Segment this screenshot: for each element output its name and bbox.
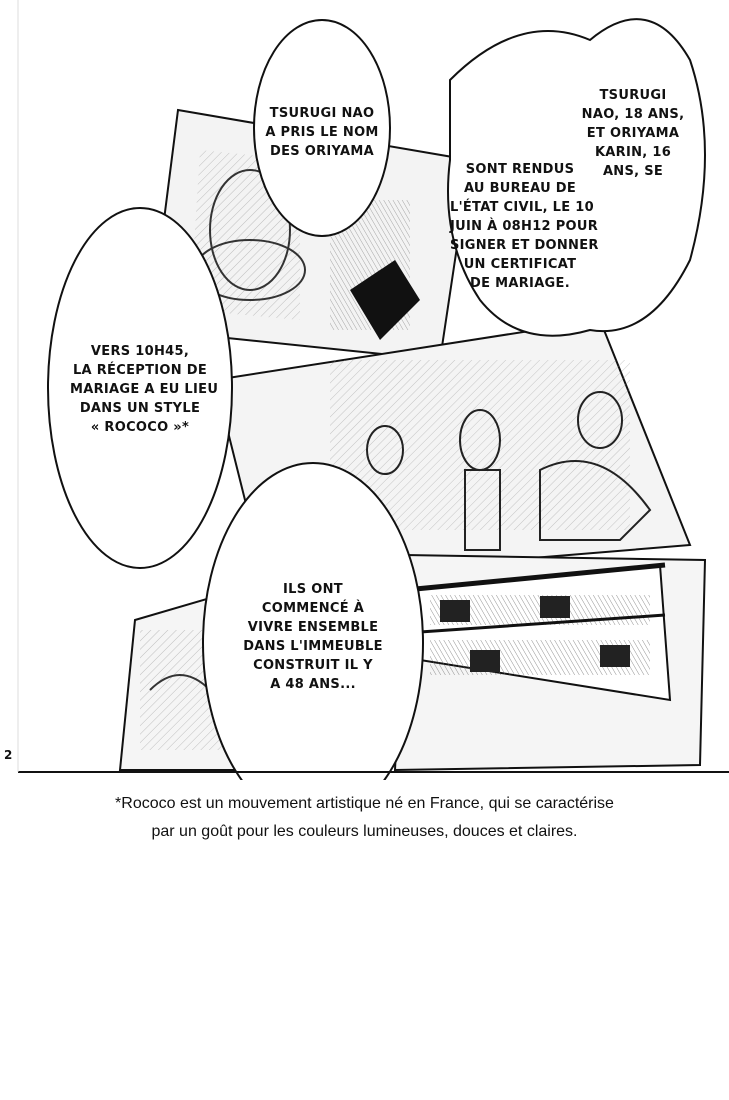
bubble-line: A 48 ANS... — [270, 677, 356, 692]
manga-artwork — [17, 0, 729, 780]
bubble-line: VIVRE ENSEMBLE — [247, 620, 379, 635]
bubble-line: KARIN, 16 — [594, 145, 672, 160]
bubble-line: TSURUGI NAO — [269, 106, 375, 121]
speech-bubble-reception: VERS 10H45, LA RÉCEPTION DE MARIAGE A EU… — [70, 342, 219, 437]
bubble-line: DANS L'IMMEUBLE — [243, 639, 383, 654]
page-number: 2 — [4, 748, 13, 762]
panel-apartment-building — [393, 553, 707, 772]
bubble-line: AU BUREAU DE — [463, 181, 577, 196]
bubble-line: LA RÉCEPTION DE — [72, 363, 208, 378]
bubble-line: VERS 10H45, — [90, 344, 190, 359]
bubble-line: ET ORIYAMA — [586, 126, 680, 141]
footnote-line: par un goût pour les couleurs lumineuses… — [151, 823, 578, 840]
bubble-line: COMMENCÉ À — [261, 601, 365, 616]
bubble-line: A PRIS LE NOM — [265, 125, 379, 140]
speech-bubble-nao-name: TSURUGI NAO A PRIS LE NOM DES ORIYAMA — [262, 104, 382, 161]
bubble-line: DANS UN STYLE — [79, 401, 201, 416]
bubble-line: SIGNER ET DONNER — [450, 238, 599, 253]
speech-bubble-living-together: ILS ONT COMMENCÉ À VIVRE ENSEMBLE DANS L… — [243, 580, 383, 694]
bubble-line: UN CERTIFICAT — [463, 257, 577, 272]
speech-bubble-civil-registry: SONT RENDUS AU BUREAU DE L'ÉTAT CIVIL, L… — [450, 160, 599, 293]
bubble-line: TSURUGI — [599, 88, 667, 103]
bubble-line: DE MARIAGE. — [470, 276, 570, 291]
bubble-line: ANS, SE — [602, 164, 664, 179]
bubble-line: MARIAGE A EU LIEU — [70, 382, 219, 397]
bubble-line: CONSTRUIT IL Y — [253, 658, 373, 673]
bubble-line: JUIN À 08H12 POUR — [450, 219, 599, 234]
bubble-line: ILS ONT — [283, 582, 343, 597]
bubble-line: SONT RENDUS — [465, 162, 575, 177]
speech-bubble-ages: TSURUGI NAO, 18 ANS, ET ORIYAMA KARIN, 1… — [578, 86, 688, 181]
bubble-line: L'ÉTAT CIVIL, LE 10 — [450, 200, 594, 215]
bubble-line: DES ORIYAMA — [270, 144, 374, 159]
footnote: *Rococo est un mouvement artistique né e… — [0, 790, 729, 846]
bubble-line: NAO, 18 ANS, — [581, 107, 685, 122]
bubble-line: « ROCOCO »* — [90, 420, 190, 435]
speech-bubbles — [47, 18, 706, 780]
footnote-line: *Rococo est un mouvement artistique né e… — [115, 795, 614, 812]
